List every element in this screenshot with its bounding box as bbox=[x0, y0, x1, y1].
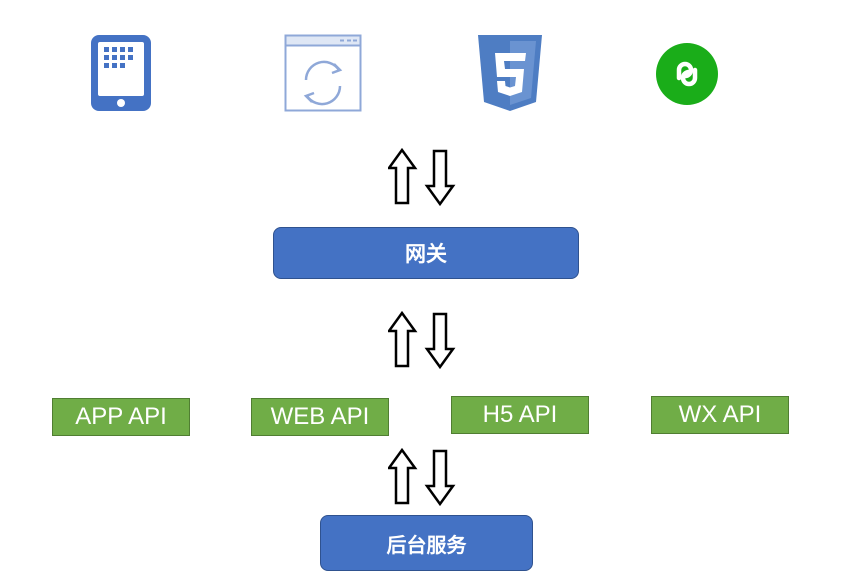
api-label: APP API bbox=[75, 403, 167, 430]
bidirectional-arrows-clients-gateway bbox=[388, 148, 460, 206]
gateway-label: 网关 bbox=[405, 242, 447, 266]
backend-label: 后台服务 bbox=[386, 532, 467, 557]
tablet-app-icon bbox=[90, 34, 152, 112]
down-arrow-icon bbox=[424, 312, 456, 369]
down-arrow-icon bbox=[424, 149, 456, 206]
api-label: WEB API bbox=[270, 403, 370, 430]
wechat-mini-program-icon bbox=[655, 42, 719, 106]
web-browser-refresh-icon bbox=[284, 34, 362, 112]
up-arrow-icon bbox=[388, 148, 418, 205]
down-arrow-icon bbox=[424, 449, 456, 506]
up-arrow-icon bbox=[388, 311, 418, 368]
backend-box: 后台服务 bbox=[320, 515, 533, 571]
api-label: WX API bbox=[678, 401, 762, 428]
gateway-box: 网关 bbox=[273, 227, 579, 279]
api-box-wx: WX API bbox=[651, 396, 789, 434]
up-arrow-icon bbox=[388, 448, 418, 505]
api-box-h5: H5 API bbox=[451, 396, 589, 434]
api-box-app: APP API bbox=[52, 398, 190, 436]
api-box-web: WEB API bbox=[251, 398, 389, 436]
bidirectional-arrows-gateway-apis bbox=[388, 311, 460, 369]
bidirectional-arrows-apis-backend bbox=[388, 448, 460, 506]
api-label: H5 API bbox=[482, 401, 558, 428]
html5-icon bbox=[476, 34, 544, 112]
